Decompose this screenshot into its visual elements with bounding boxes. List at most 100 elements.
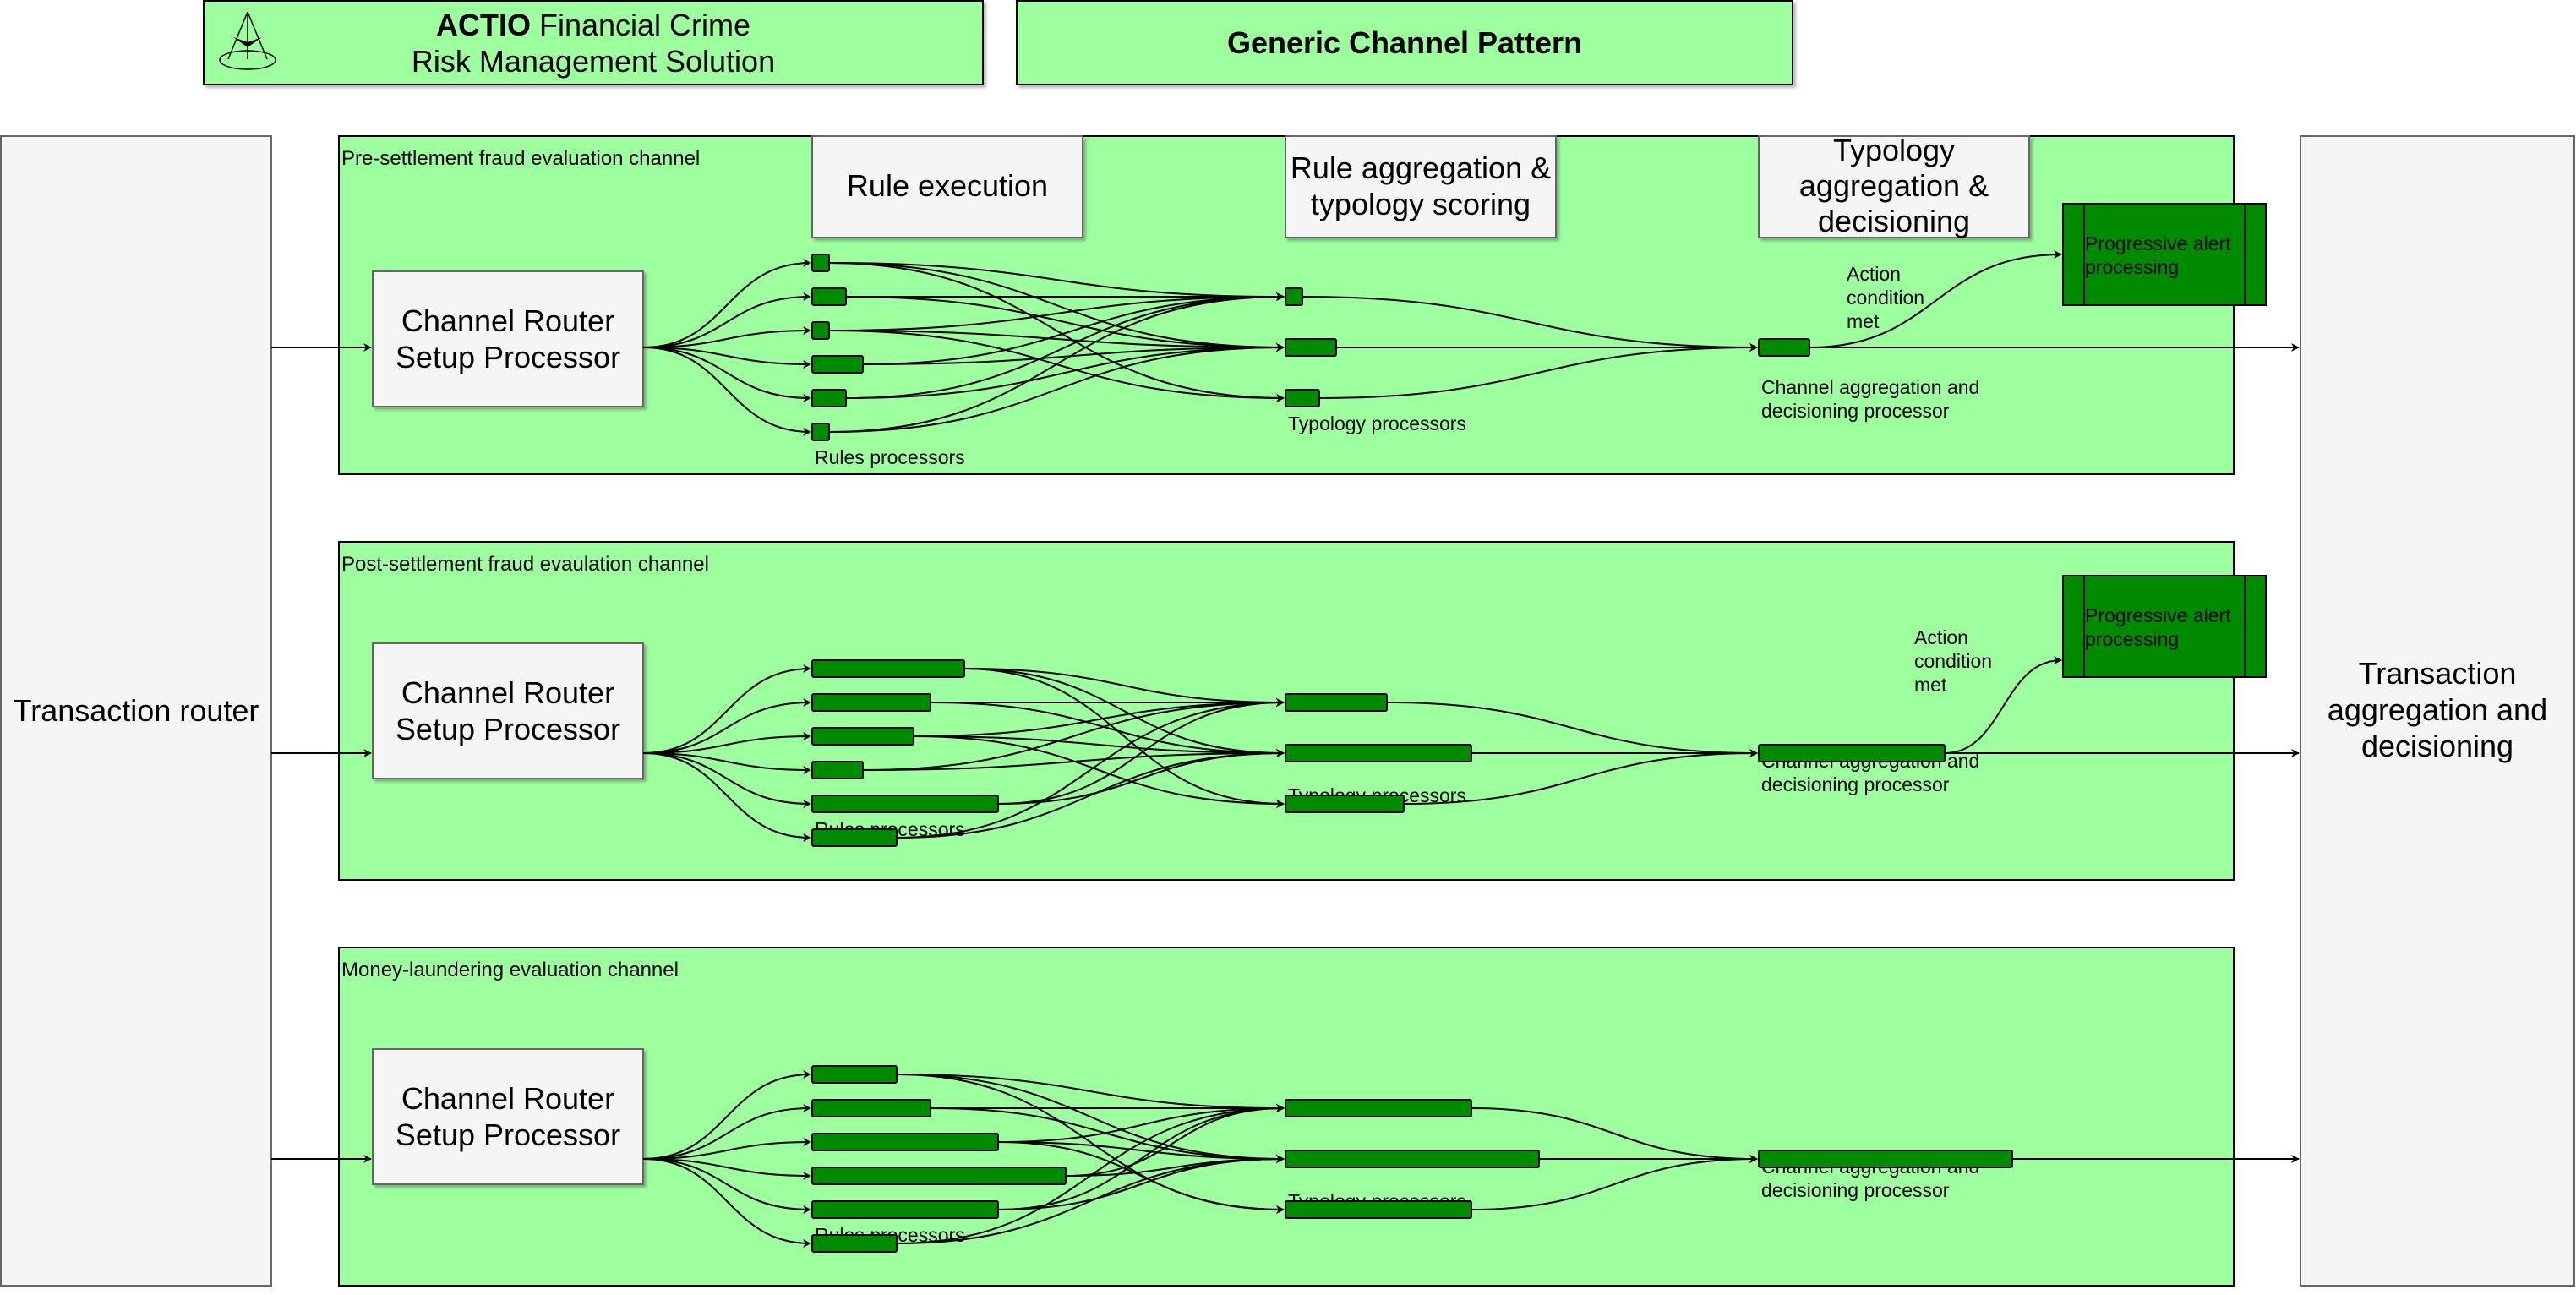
channel-router-setup-processor: Channel Router Setup Processor: [372, 642, 644, 779]
rule-to-typology-arrow: [862, 292, 1285, 365]
setup-to-rule-arrow: [642, 732, 811, 754]
rule-to-typology-arrow: [963, 668, 1285, 757]
transaction-router-panel: Transaction router: [0, 135, 272, 1287]
typology-processor: [1285, 1150, 1540, 1168]
cad-processor-label: Channel aggregation and: [1761, 376, 1979, 398]
rule-processor: [811, 423, 830, 441]
rule-to-typology-arrow: [828, 262, 1285, 352]
brand-title-line1: ACTIO Financial Crime: [436, 8, 750, 42]
setup-to-rule-arrow: [642, 752, 811, 842]
setup-to-rule-arrow: [642, 752, 811, 774]
rule-processor: [811, 254, 830, 272]
svg-text:processing: processing: [2085, 256, 2179, 278]
setup-to-rule-arrow: [642, 259, 811, 348]
action-condition-label: condition: [1914, 650, 1992, 672]
channel-router-setup-processor: Channel Router Setup Processor: [372, 1048, 644, 1185]
setup-to-rule-arrow: [642, 1158, 811, 1248]
svg-text:Setup Processor: Setup Processor: [396, 712, 620, 746]
rule-processor: [811, 659, 965, 678]
typology-to-cad-arrow: [1318, 343, 1758, 399]
transaction-aggregation-line3: decisioning: [2361, 729, 2513, 763]
rule-to-typology-arrow: [828, 262, 1285, 402]
transaction-router-label: Transaction router: [14, 693, 259, 728]
rule-to-typology-arrow: [997, 1141, 1285, 1214]
svg-text:Progressive alert: Progressive alert: [2085, 604, 2231, 626]
action-condition-label: Action: [1914, 626, 1968, 648]
typology-processor: [1285, 338, 1337, 357]
rule-to-typology-arrow: [828, 292, 1285, 433]
processor-bars: [811, 254, 2013, 1253]
typology-aggregation-line3: decisioning: [1818, 204, 1970, 238]
rule-to-typology-arrow: [913, 735, 1285, 808]
setup-to-rule-arrow: [642, 1158, 811, 1214]
rules-processors-label: Rules processors: [815, 446, 965, 468]
cad-processor: [1758, 338, 1810, 357]
cad-processor-label: decisioning processor: [1761, 400, 1950, 422]
setup-to-rule-arrow: [642, 292, 811, 348]
rule-processor: [811, 1099, 931, 1117]
rule-to-typology-arrow: [896, 1074, 1285, 1163]
rule-processor: [811, 761, 864, 779]
typology-to-cad-arrow: [1302, 296, 1758, 352]
typology-to-cad-arrow: [1386, 702, 1758, 757]
rule-processor: [811, 287, 847, 306]
channel-title: Pre-settlement fraud evaluation channel: [341, 147, 700, 170]
cad-processor: [1758, 1150, 2013, 1168]
svg-text:Channel Router: Channel Router: [401, 303, 614, 338]
rule-execution-header: Rule execution: [811, 135, 1083, 238]
setup-to-rule-arrow: [642, 1138, 811, 1160]
rule-to-typology-arrow: [862, 698, 1285, 771]
rule-aggregation-header: Rule aggregation & typology scoring: [1285, 135, 1557, 238]
typology-processor: [1285, 389, 1320, 407]
rule-to-typology-arrow: [997, 1104, 1285, 1210]
rule-processor: [811, 727, 914, 746]
svg-text:Setup Processor: Setup Processor: [396, 340, 620, 374]
rule-processor: [811, 1065, 898, 1084]
rule-processor: [811, 1133, 999, 1151]
rule-aggregation-line2: typology scoring: [1311, 187, 1531, 221]
action-condition-label: Action: [1847, 263, 1901, 285]
rule-to-typology-arrow: [997, 1104, 1285, 1143]
rule-processor: [811, 389, 847, 407]
typology-processor: [1285, 1200, 1472, 1219]
setup-to-rule-arrow: [642, 1158, 811, 1180]
typology-to-cad-arrow: [1471, 1107, 1758, 1163]
rule-processor: [811, 355, 864, 374]
rule-to-typology-arrow: [828, 262, 1285, 301]
transaction-aggregation-line1: Transaction: [2359, 656, 2517, 691]
channel-router-setup-processor: Channel Router Setup Processor: [372, 270, 644, 407]
setup-to-rule-arrow: [642, 1070, 811, 1160]
setup-to-rule-arrow: [642, 347, 811, 402]
rule-execution-label: Rule execution: [847, 168, 1048, 203]
cad-to-alert-arrow: [1944, 656, 2062, 754]
channel-title: Post-settlement fraud evaulation channel: [341, 553, 709, 576]
cad-processor-label: decisioning processor: [1761, 773, 1950, 795]
typology-processors-label: Typology processors: [1288, 413, 1466, 434]
typology-aggregation-line2: aggregation &: [1799, 168, 1989, 203]
channel-title: Money-laundering evaluation channel: [341, 959, 679, 981]
setup-to-rule-arrow: [642, 752, 811, 808]
typology-processor: [1285, 287, 1303, 306]
rule-to-typology-arrow: [930, 702, 1285, 757]
rule-to-typology-arrow: [845, 343, 1285, 399]
rule-processor: [811, 795, 999, 813]
transaction-aggregation-line2: aggregation and: [2328, 692, 2547, 727]
rule-to-typology-arrow: [845, 296, 1285, 352]
svg-text:Channel Router: Channel Router: [401, 675, 614, 710]
rule-to-typology-arrow: [963, 668, 1285, 808]
rule-to-typology-arrow: [913, 735, 1285, 757]
rule-aggregation-line1: Rule aggregation &: [1291, 150, 1551, 185]
rule-to-typology-arrow: [997, 1141, 1285, 1163]
typology-to-cad-arrow: [1403, 749, 1758, 805]
scales-icon: [219, 11, 276, 70]
rule-to-typology-arrow: [930, 1107, 1285, 1163]
flow-connectors: [271, 250, 2300, 1248]
rule-to-typology-arrow: [845, 292, 1285, 399]
rule-to-typology-arrow: [963, 668, 1285, 707]
typology-processor: [1285, 795, 1405, 813]
typology-processor: [1285, 1099, 1472, 1117]
rule-processor: [811, 321, 830, 340]
rule-to-typology-arrow: [896, 749, 1285, 839]
pattern-title-box: Generic Channel Pattern: [1016, 0, 1793, 85]
progressive-alert-processing: Progressive alert processing: [2062, 575, 2267, 678]
